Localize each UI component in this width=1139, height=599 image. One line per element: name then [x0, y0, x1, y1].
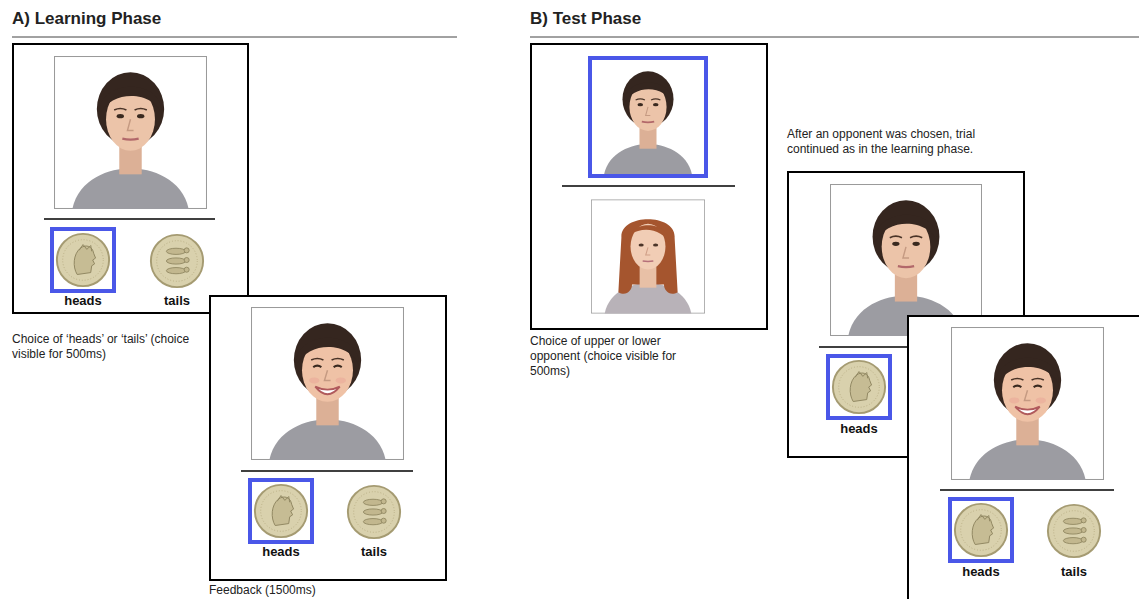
panel-heading: A) Learning Phase: [12, 9, 161, 29]
screen-frame: heads tails: [12, 43, 249, 314]
screen-illustration: [530, 43, 768, 330]
opponent-choice-screen: [530, 43, 768, 330]
section-rule: [530, 37, 1139, 38]
section-rule: [12, 37, 457, 38]
screen-caption: Feedback (1500ms): [209, 583, 316, 597]
coin-label: tails: [1061, 564, 1087, 579]
coin-label: heads: [840, 421, 878, 436]
screen-illustration: [12, 43, 249, 314]
coin-label: heads: [262, 544, 300, 559]
note-text: After an opponent was chosen, trial cont…: [787, 127, 1015, 157]
screen-caption: Choice of ‘heads’ or ‘tails’ (choice vis…: [12, 332, 190, 362]
coin-label: tails: [361, 544, 387, 559]
screen-illustration: [209, 295, 447, 581]
coin-label: heads: [64, 293, 102, 308]
panel-heading: B) Test Phase: [530, 9, 641, 29]
screen-caption: Choice of upper or lower opponent (choic…: [530, 334, 680, 379]
screen-frame: heads tails: [209, 295, 447, 581]
screen-frame: heads tails: [907, 315, 1139, 599]
screen-illustration: [907, 315, 1139, 599]
coin-label: tails: [164, 293, 190, 308]
coin-label: heads: [962, 564, 1000, 579]
